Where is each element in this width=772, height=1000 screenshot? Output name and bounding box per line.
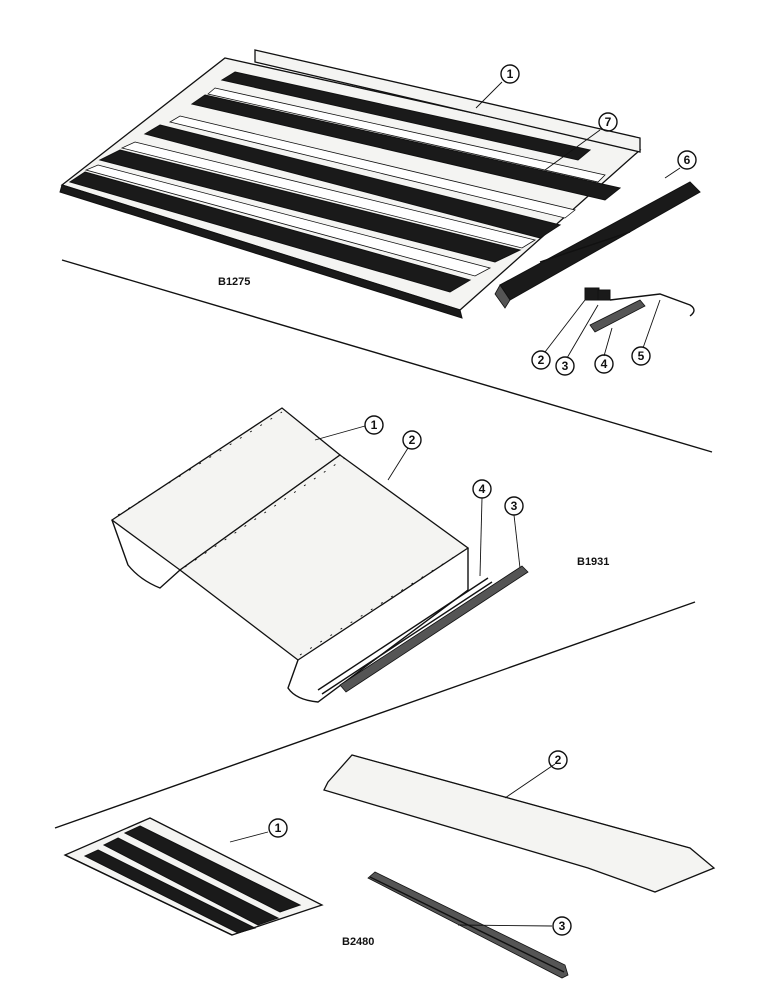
svg-text:2: 2: [555, 753, 562, 767]
callout-b1931-4: 4: [472, 479, 492, 499]
figure-b1931: 1 2 4 3 B1931: [110, 407, 609, 703]
adjuster-bracket: [494, 181, 701, 309]
figure-label-b1275: B1275: [218, 276, 250, 288]
long-cover: [323, 754, 716, 893]
callout-b1275-7: 7: [598, 112, 618, 132]
figure-b1275: 1 7 6 2 3 4 5 B1275: [59, 49, 701, 376]
svg-text:3: 3: [562, 359, 569, 373]
svg-text:1: 1: [371, 418, 378, 432]
svg-text:6: 6: [684, 153, 691, 167]
callout-b1275-3: 3: [555, 356, 575, 376]
callout-b2480-3: 3: [552, 916, 572, 936]
svg-text:2: 2: [409, 433, 416, 447]
callout-b2480-2: 2: [548, 750, 568, 770]
sieve-frame: [59, 49, 642, 319]
separator-line-2: [54, 601, 696, 829]
small-sieve: [63, 817, 324, 936]
callout-b1931-3: 3: [504, 496, 524, 516]
callout-b1275-6: 6: [677, 150, 697, 170]
callout-b1275-5: 5: [631, 346, 651, 366]
svg-text:2: 2: [538, 353, 545, 367]
svg-text:3: 3: [511, 499, 518, 513]
svg-text:5: 5: [638, 349, 645, 363]
separator-line-1: [61, 259, 713, 453]
figure-label-b2480: B2480: [342, 936, 374, 948]
svg-text:4: 4: [479, 482, 486, 496]
svg-text:4: 4: [601, 357, 608, 371]
adjuster-linkage: [584, 287, 695, 333]
figure-b2480: 1 2 3 B2480: [63, 750, 716, 979]
callout-b1931-2: 2: [402, 430, 422, 450]
callout-b2480-1: 1: [268, 818, 288, 838]
b1275-leaders: [475, 81, 681, 359]
callout-b1275-4: 4: [594, 354, 614, 374]
pan-rods: [317, 565, 529, 695]
svg-text:1: 1: [507, 67, 514, 81]
svg-text:3: 3: [559, 919, 566, 933]
callout-b1931-1: 1: [364, 415, 384, 435]
svg-text:1: 1: [275, 821, 282, 835]
callout-b1275-2: 2: [531, 350, 551, 370]
callout-b1275-1: 1: [500, 64, 520, 84]
figure-label-b1931: B1931: [577, 556, 609, 568]
svg-text:7: 7: [605, 115, 612, 129]
